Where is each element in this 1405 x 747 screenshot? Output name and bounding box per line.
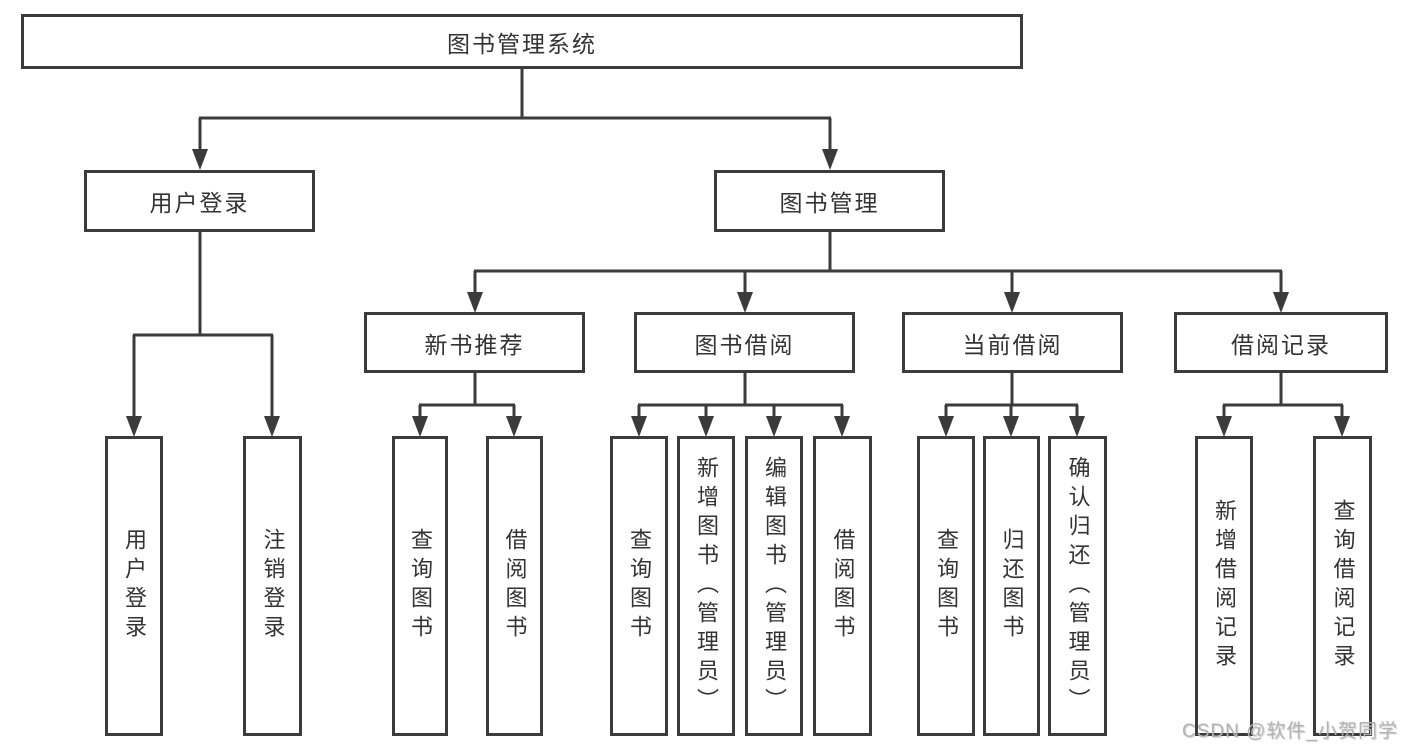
leaf-current-query-books: 查询图书: [917, 436, 975, 736]
leaf-records-query-record: 查询借阅记录: [1313, 436, 1372, 736]
leaf-borrow-add-book-admin: 新增图书（管理员）: [677, 436, 735, 736]
leaf-current-return-books-label: 归还图书: [999, 528, 1025, 644]
leaf-borrow-borrow-books: 借阅图书: [813, 436, 872, 736]
node-root: 图书管理系统: [21, 14, 1023, 69]
leaf-borrow-edit-book-admin: 编辑图书（管理员）: [745, 436, 803, 736]
leaf-newbook-borrow-books-label: 借阅图书: [502, 528, 528, 644]
leaf-user-login: 用户登录: [105, 436, 163, 736]
node-book-borrow-label: 图书借阅: [694, 331, 795, 358]
leaf-records-query-record-label: 查询借阅记录: [1330, 499, 1356, 673]
node-book-management-label: 图书管理: [779, 190, 880, 216]
leaf-current-query-books-label: 查询图书: [934, 528, 959, 644]
leaf-current-confirm-return-admin: 确认归还（管理员）: [1048, 436, 1107, 736]
leaf-records-add-record: 新增借阅记录: [1195, 436, 1253, 736]
node-book-management: 图书管理: [714, 170, 945, 232]
node-borrow-records-label: 借阅记录: [1231, 331, 1331, 358]
node-current-borrow-label: 当前借阅: [962, 331, 1063, 358]
node-user-login-label: 用户登录: [149, 190, 250, 216]
watermark: CSDN @软件_小贺同学: [1182, 721, 1398, 742]
leaf-borrow-query-books: 查询图书: [610, 436, 668, 736]
node-user-login: 用户登录: [84, 170, 315, 232]
leaf-user-login-label: 用户登录: [122, 528, 147, 644]
node-new-book-recommend-label: 新书推荐: [424, 331, 525, 358]
leaf-records-add-record-label: 新增借阅记录: [1212, 499, 1237, 673]
leaf-newbook-query-books: 查询图书: [392, 436, 448, 736]
leaf-borrow-edit-book-admin-label: 编辑图书（管理员）: [762, 455, 787, 717]
node-borrow-records: 借阅记录: [1174, 312, 1388, 373]
leaf-borrow-query-books-label: 查询图书: [627, 528, 652, 644]
leaf-current-confirm-return-admin-label: 确认归还（管理员）: [1065, 455, 1091, 717]
node-book-borrow: 图书借阅: [634, 312, 855, 373]
leaf-logout: 注销登录: [243, 436, 302, 736]
leaf-borrow-borrow-books-label: 借阅图书: [830, 528, 856, 644]
leaf-current-return-books: 归还图书: [983, 436, 1040, 736]
leaf-newbook-borrow-books: 借阅图书: [486, 436, 543, 736]
node-new-book-recommend: 新书推荐: [364, 312, 585, 373]
node-root-label: 图书管理系统: [447, 30, 597, 57]
leaf-newbook-query-books-label: 查询图书: [408, 528, 433, 644]
leaf-logout-label: 注销登录: [260, 528, 286, 644]
leaf-borrow-add-book-admin-label: 新增图书（管理员）: [694, 455, 719, 717]
node-current-borrow: 当前借阅: [902, 312, 1123, 373]
